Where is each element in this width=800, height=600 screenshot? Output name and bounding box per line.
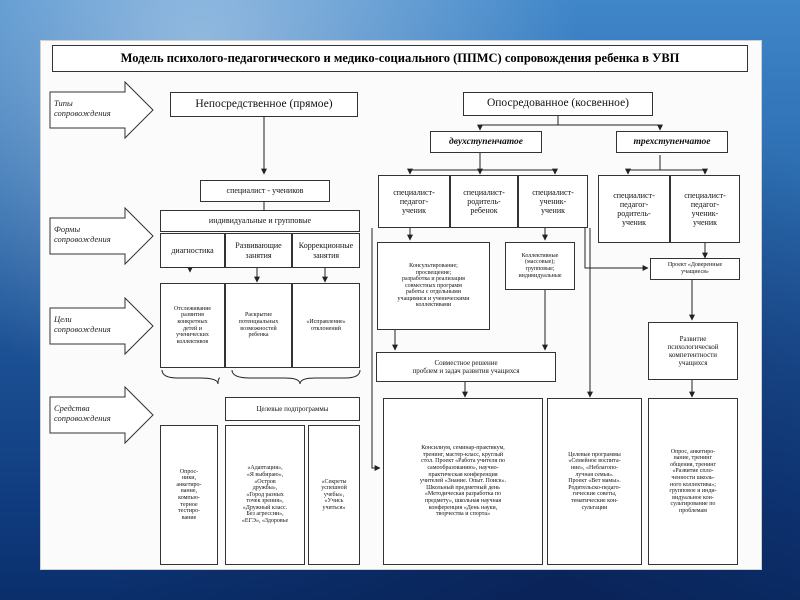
label-types: Типы сопровождения xyxy=(54,98,111,118)
type-two-step: двухступенчатое xyxy=(430,131,542,153)
goal-correction: «Исправление» отклонений xyxy=(292,283,360,368)
form-corrective: Коррекционные занятия xyxy=(292,233,360,268)
goal-joint-solution: Совместное решение проблем и задач разви… xyxy=(376,352,556,382)
form-developing: Развивающие занятия xyxy=(225,233,292,268)
goal-competence: Развитие психологической компетентности … xyxy=(648,322,738,380)
means-survey-training: Опрос, анкетиро- вание, тренинг общения,… xyxy=(648,398,738,565)
specialist-teacher-parent-student: специалист- педагог- родитель- ученик xyxy=(598,175,670,243)
specialist-teacher-student-student: специалист- педагог- ученик- ученик xyxy=(670,175,740,243)
means-target-subprograms: Целевые подпрограммы xyxy=(225,397,360,421)
means-council: Консилиум, семинар-практикум, тренинг, м… xyxy=(383,398,543,565)
specialist-student-student: специалист- ученик- ученик xyxy=(518,175,588,228)
form-collective: Коллективные (массовые); групповые; инди… xyxy=(505,242,575,290)
means-subprogram-list: «Адаптация», «Я выбираю», «Остров дружбы… xyxy=(225,425,305,565)
type-indirect: Опосредованное (косвенное) xyxy=(463,92,653,116)
label-goals: Цели сопровождения xyxy=(54,314,111,334)
specialist-teacher-student: специалист- педагог- ученик xyxy=(378,175,450,228)
label-forms: Формы сопровождения xyxy=(54,224,111,244)
type-three-step: трехступенчатое xyxy=(616,131,728,153)
type-direct: Непосредственное (прямое) xyxy=(170,92,358,117)
goal-potential: Раскрытие потенциальных возможностей реб… xyxy=(225,283,292,368)
means-secrets: «Секреты успешной учебы», «Учись учиться… xyxy=(308,425,360,565)
form-individual-group: индивидуальные и групповые xyxy=(160,210,360,232)
form-consultations: Консультирование; просвещение; разработк… xyxy=(377,242,490,330)
form-diagnostics: диагностика xyxy=(160,233,225,268)
specialist-parent-child: специалист- родитель- ребенок xyxy=(450,175,518,228)
specialist-students: специалист - учеников xyxy=(200,180,330,202)
means-surveys: Опрос- ники, анкетиро- вание, компью- те… xyxy=(160,425,218,565)
goal-tracking: Отслеживание развития конкретных детей и… xyxy=(160,283,225,368)
diagram-title: Модель психолого-педагогического и медик… xyxy=(52,45,748,72)
label-means: Средства сопровождения xyxy=(54,403,111,423)
means-target-programs: Целевые программы «Семейное воспита- ние… xyxy=(547,398,642,565)
form-project: Проект «Доверенные учащиеся» xyxy=(650,258,740,280)
